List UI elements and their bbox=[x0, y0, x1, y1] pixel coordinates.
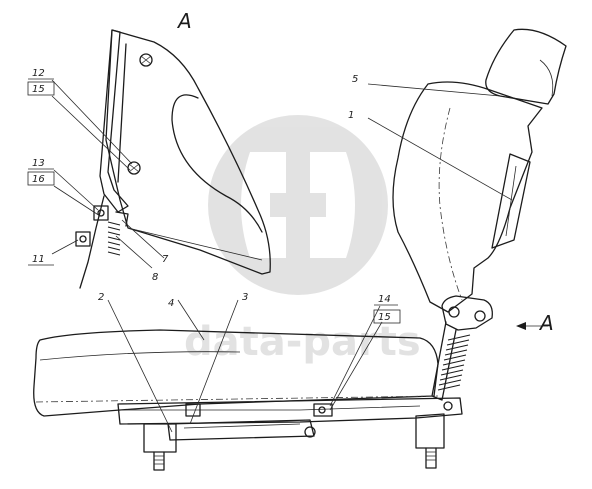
recliner-slot bbox=[491, 153, 531, 249]
mount-bracket bbox=[99, 29, 129, 213]
leader-11 bbox=[51, 239, 79, 255]
callout-8: 8 bbox=[152, 272, 158, 283]
bracket-screw-top bbox=[139, 53, 153, 67]
latch-block bbox=[185, 403, 201, 417]
slider-bar bbox=[167, 419, 315, 441]
backrest-centerline bbox=[438, 107, 463, 301]
view-direction-marker: A bbox=[516, 311, 554, 335]
spring-hook bbox=[115, 211, 129, 227]
cushion-seam bbox=[39, 351, 241, 361]
right-leg bbox=[415, 413, 445, 449]
seat-cushion bbox=[33, 329, 441, 417]
left-stud bbox=[153, 451, 165, 471]
detail-spring bbox=[107, 221, 121, 256]
headrest-side bbox=[539, 59, 554, 97]
back-cushion-curve bbox=[171, 94, 263, 233]
back-frame-outline bbox=[105, 29, 271, 275]
view-arrow-icon bbox=[516, 322, 526, 330]
callout-7: 7 bbox=[162, 254, 169, 265]
view-a-label: A bbox=[176, 9, 192, 33]
callout-15-top: 15 bbox=[32, 84, 45, 95]
hinge-plate bbox=[441, 295, 493, 331]
leader-5 bbox=[367, 83, 501, 97]
callout-16: 16 bbox=[32, 174, 45, 185]
spring-anchor bbox=[443, 401, 453, 411]
callout-2: 2 bbox=[98, 292, 104, 303]
callout-4: 4 bbox=[168, 298, 174, 309]
hinge-bolt-1 bbox=[448, 306, 460, 318]
leader-16 bbox=[53, 185, 101, 217]
callout-13: 13 bbox=[32, 158, 45, 169]
view-a-detail: A bbox=[75, 9, 271, 289]
slider-clip bbox=[313, 403, 333, 417]
leader-1 bbox=[367, 117, 513, 201]
base-inner-edge bbox=[120, 405, 421, 411]
lower-rod bbox=[79, 195, 105, 289]
leader-3 bbox=[189, 299, 239, 425]
leader-12 bbox=[51, 79, 133, 165]
back-bottom-edge bbox=[127, 227, 263, 261]
backrest-shell bbox=[392, 81, 543, 313]
leader-lines bbox=[51, 79, 513, 433]
leader-15-top bbox=[51, 95, 131, 171]
slider-bolt bbox=[304, 426, 316, 438]
slider-clip-pin bbox=[318, 406, 326, 414]
leader-8 bbox=[115, 235, 153, 269]
watermark: data-parts bbox=[184, 115, 421, 365]
left-stud-thread bbox=[154, 455, 164, 465]
bolt-11 bbox=[75, 231, 91, 247]
callout-11: 11 bbox=[32, 254, 45, 265]
cushion-centerline bbox=[35, 395, 441, 403]
callout-5: 5 bbox=[352, 74, 358, 85]
watermark-text: data-parts bbox=[184, 319, 421, 365]
callout-14: 14 bbox=[378, 294, 391, 305]
slider-groove bbox=[183, 423, 301, 429]
callout-15-top-box bbox=[27, 81, 55, 96]
seat-back bbox=[392, 28, 567, 411]
leader-4 bbox=[177, 299, 205, 341]
hinge-bolt-2 bbox=[474, 310, 486, 322]
leader-7 bbox=[121, 219, 165, 259]
callout-15-bottom-box bbox=[373, 309, 401, 324]
callout-labels: 12 15 13 16 11 7 8 5 1 2 4 3 14 15 bbox=[27, 68, 401, 324]
leader-14 bbox=[329, 305, 381, 407]
recliner-slot-inner bbox=[505, 165, 517, 237]
seat-base bbox=[117, 397, 463, 471]
left-leg bbox=[143, 423, 177, 453]
recline-spring bbox=[437, 334, 471, 391]
cushion-outline bbox=[33, 329, 439, 417]
bracket-rib bbox=[117, 43, 127, 183]
right-stud-thread bbox=[426, 451, 436, 461]
callout-12: 12 bbox=[32, 68, 45, 79]
leader-15-bottom bbox=[329, 321, 383, 411]
callout-16-box bbox=[27, 171, 55, 186]
right-stud bbox=[425, 447, 437, 469]
leader-2 bbox=[107, 299, 173, 433]
callout-1: 1 bbox=[348, 110, 354, 121]
leader-13 bbox=[53, 169, 99, 211]
watermark-logo bbox=[208, 115, 388, 295]
view-direction-label: A bbox=[538, 311, 554, 335]
headrest bbox=[485, 28, 567, 105]
callout-15-bottom: 15 bbox=[378, 312, 391, 323]
bracket-screw-middle bbox=[127, 161, 141, 175]
callout-3: 3 bbox=[242, 292, 248, 303]
